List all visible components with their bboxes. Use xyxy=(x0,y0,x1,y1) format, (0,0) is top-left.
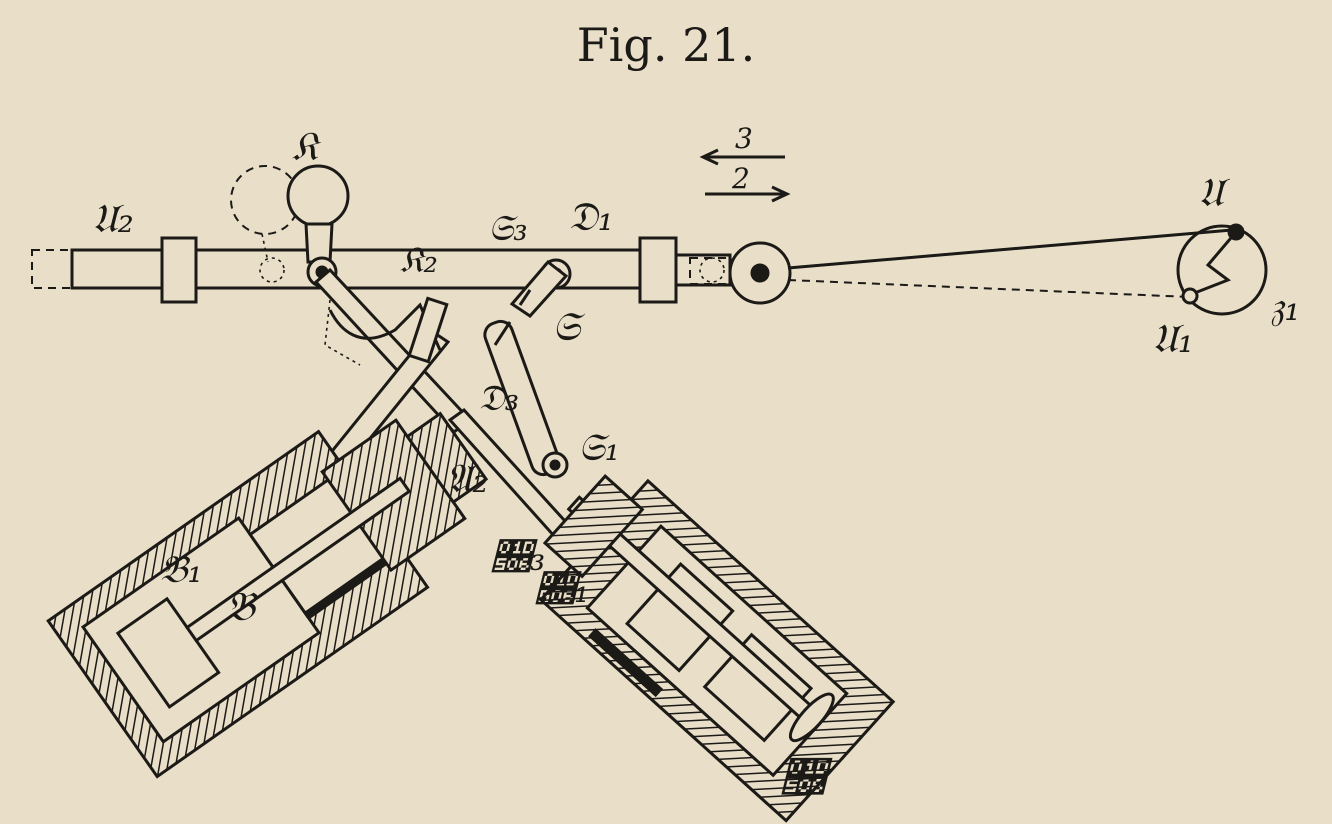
label-A2: 𝔄₂ xyxy=(446,456,489,502)
bar-guide-right xyxy=(638,236,678,304)
label-U: 𝔘 xyxy=(1198,170,1230,216)
figure-title: Fig. 21. xyxy=(576,18,756,72)
slide-bar xyxy=(31,236,732,304)
bar-guide-left xyxy=(160,236,198,304)
connecting-rod-alt xyxy=(787,279,1191,298)
label-Z1: 𝔷₁ xyxy=(1270,284,1300,330)
label-D1: 𝔇₁ xyxy=(568,194,614,240)
label-U1: 𝔘₁ xyxy=(1152,316,1194,362)
label-S1: 𝔖₁ xyxy=(578,425,620,469)
crank-assembly xyxy=(728,223,1268,316)
label-arrow-3: 3 xyxy=(735,122,753,155)
label-U2: 𝔘₂ xyxy=(92,196,134,242)
label-K2: 𝔎₂ xyxy=(400,240,438,281)
crank-circle xyxy=(1176,224,1268,316)
label-arrow-2: 2 xyxy=(731,162,750,195)
link-assembly xyxy=(483,258,572,479)
lever-weight xyxy=(286,164,350,228)
cylinder-right xyxy=(538,473,896,823)
label-C3: 𝔆₃ xyxy=(491,535,545,579)
label-B1: 𝔅₁ xyxy=(160,547,203,591)
connecting-rod xyxy=(787,228,1233,270)
label-B: 𝔅 xyxy=(226,584,258,630)
label-D3: 𝔇₃ xyxy=(478,378,519,419)
label-S3: 𝔖₃ xyxy=(488,208,528,249)
label-S: 𝔖 xyxy=(552,304,586,350)
label-C1: 𝔆₁ xyxy=(535,567,589,611)
cylinder-left xyxy=(46,411,489,779)
direction-arrows xyxy=(699,148,791,203)
label-K: 𝔎 xyxy=(292,124,321,170)
